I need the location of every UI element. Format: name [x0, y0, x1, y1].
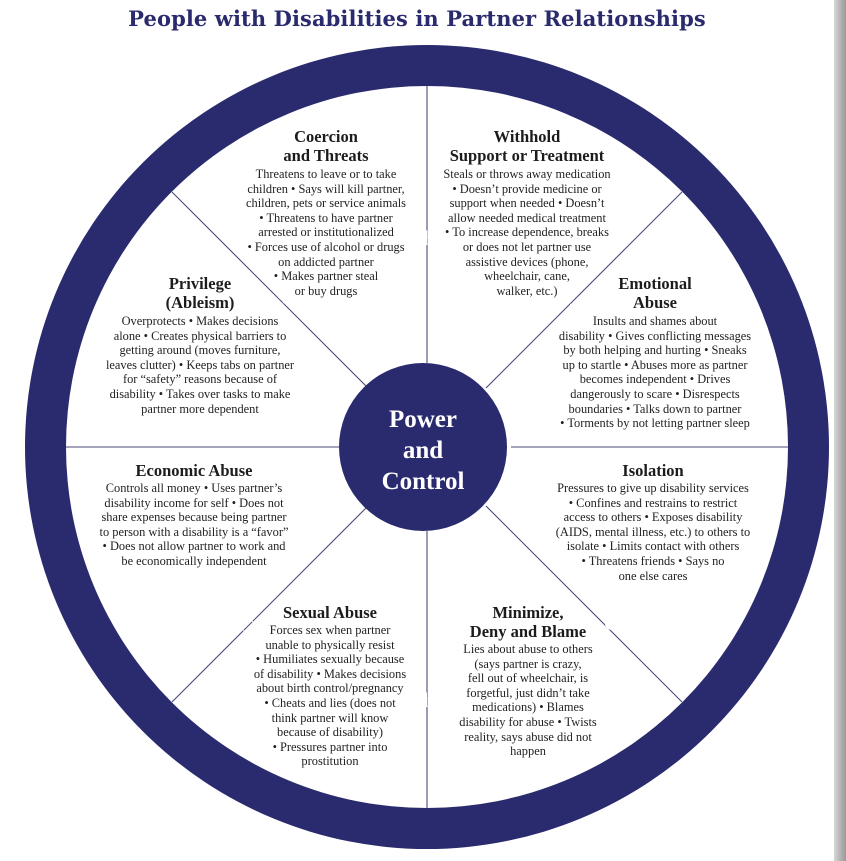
center-text-power: Power — [389, 406, 457, 433]
section-sexual-abuse: Sexual Abuse Forces sex when partner una… — [232, 603, 428, 769]
section-body: Forces sex when partner unable to physic… — [253, 623, 407, 769]
section-heading: Withhold Support or Treatment — [449, 127, 605, 165]
section-body: Threatens to leave or to take children •… — [246, 167, 406, 298]
section-coercion-and-threats: Coercion and Threats Threatens to leave … — [228, 127, 424, 298]
section-heading: Economic Abuse — [135, 461, 253, 480]
section-heading: Minimize, Deny and Blame — [469, 603, 587, 641]
section-body: Steals or throws away medication • Doesn… — [443, 167, 611, 298]
center-hub — [339, 363, 507, 531]
spokes — [66, 86, 788, 808]
spoke-bottom-right — [485, 505, 683, 703]
section-emotional-abuse: Emotional Abuse Insults and shames about… — [544, 274, 766, 431]
spoke-bottom-left — [171, 505, 369, 703]
section-heading: Privilege (Ableism) — [165, 274, 235, 312]
section-minimize-deny-blame: Minimize, Deny and Blame Lies about abus… — [428, 603, 628, 759]
section-body: Insults and shames about disability • Gi… — [558, 314, 752, 431]
section-isolation: Isolation Pressures to give up disabilit… — [540, 461, 766, 583]
spoke-top-right — [485, 191, 683, 389]
section-withhold-support: Withhold Support or Treatment Steals or … — [428, 127, 626, 298]
section-heading: Sexual Abuse — [283, 603, 377, 622]
section-privilege-ableism: Privilege (Ableism) Overprotects • Makes… — [94, 274, 306, 416]
center-text-and: and — [403, 437, 443, 464]
section-body: Overprotects • Makes decisions alone • C… — [105, 314, 295, 416]
page-edge-shadow — [834, 0, 846, 861]
spoke-top-left — [171, 191, 369, 389]
section-heading: Coercion and Threats — [283, 127, 369, 165]
page-title: People with Disabilities in Partner Rela… — [128, 6, 706, 31]
section-heading: Isolation — [622, 461, 684, 480]
center-text-control: Control — [382, 468, 465, 495]
section-economic-abuse: Economic Abuse Controls all money • Uses… — [84, 461, 304, 569]
section-body: Lies about abuse to others (says partner… — [459, 642, 597, 759]
section-heading: Emotional Abuse — [618, 274, 692, 312]
section-body: Pressures to give up disability services… — [555, 481, 751, 583]
section-body: Controls all money • Uses partner’s disa… — [99, 481, 289, 568]
